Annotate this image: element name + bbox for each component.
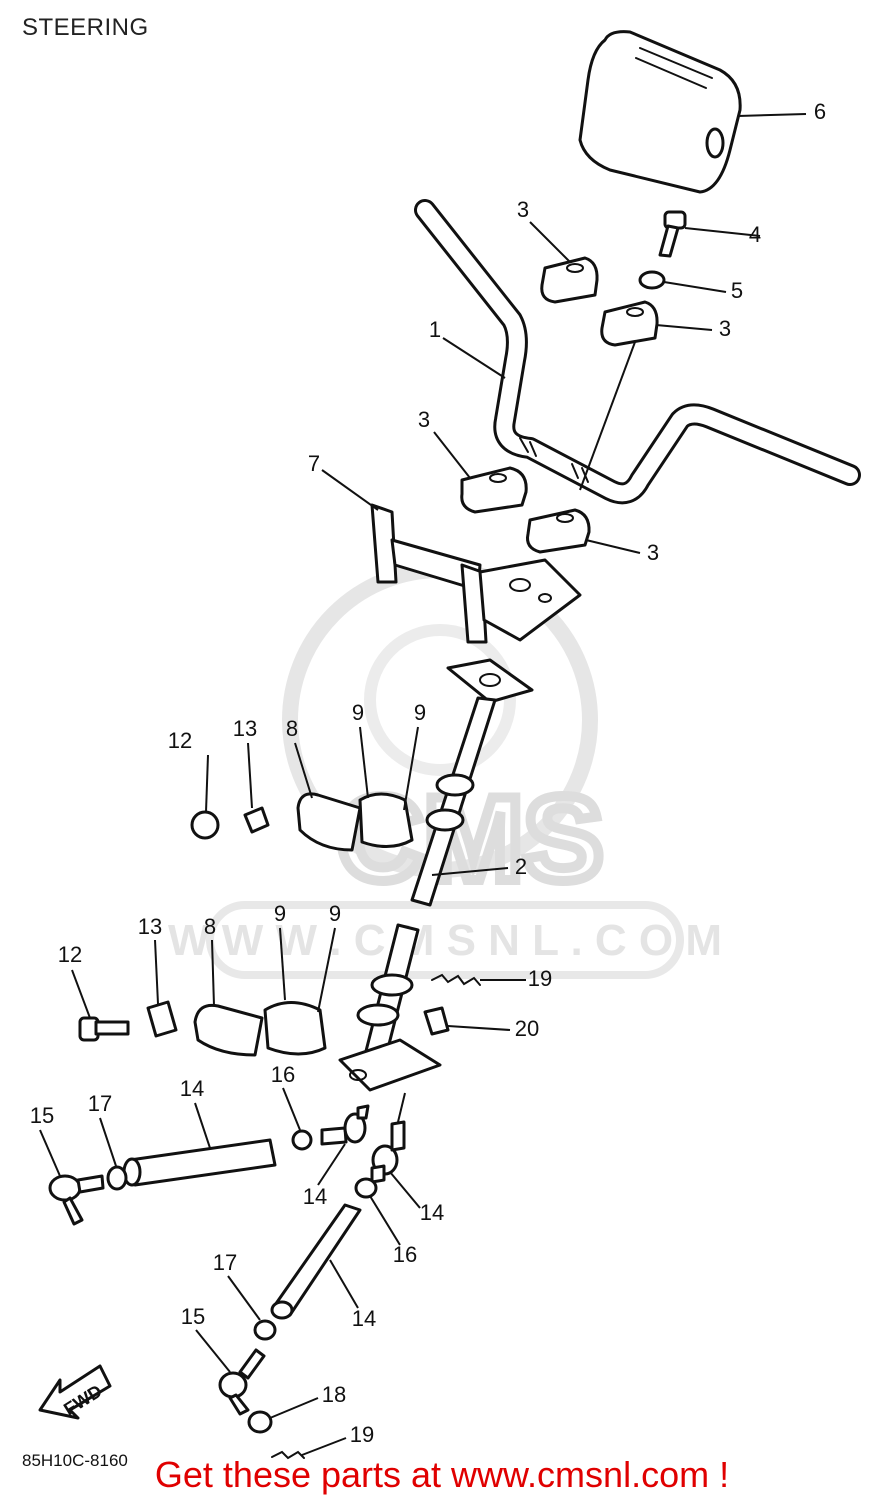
nut-16-left [291,1129,313,1151]
callout-3: 3 [647,540,659,565]
callout-11: 12 [58,942,82,967]
callout-9: 9 [352,700,364,725]
cotter-pin-19-lower [271,1450,305,1460]
callout-8: 8 [286,716,298,741]
callout-19: 19 [350,1422,374,1447]
callout-19: 19 [528,966,552,991]
handlebar-holder-upper-right [600,300,659,347]
callout-labels: 6 3 4 5 3 1 3 7 3 12 13 8 9 9 2 12 13 8 … [30,99,826,1447]
callout-6: 6 [814,99,826,124]
ball-joint-15-lower [218,1348,266,1416]
callout-17: 17 [213,1250,237,1275]
handlebar-holder-lower-right [526,508,591,554]
callout-15: 15 [30,1103,54,1128]
nut-18 [247,1410,273,1434]
clamp-8-upper [296,792,362,852]
callout-12: 13 [138,914,162,939]
handlebar-bracket [370,503,582,644]
nut-10 [190,810,220,840]
bushing-9-lower [263,1001,327,1056]
callout-1: 1 [429,317,441,342]
callout-9: 9 [329,901,341,926]
nut-17-lower [253,1319,277,1341]
tie-rod-end-14-left [320,1104,370,1146]
nut-17-upper [106,1165,128,1191]
callout-13: 14 [352,1306,376,1331]
callout-7: 7 [308,451,320,476]
callout-13: 14 [180,1076,204,1101]
clamp-8-lower [193,1003,264,1057]
callout-4: 4 [749,222,761,247]
callout-9: 9 [414,700,426,725]
callout-15: 15 [181,1304,205,1329]
nut-12-lower [146,1000,178,1038]
tie-rod-13-left [122,1138,277,1187]
handlebar-holder-lower-left [460,466,528,514]
callout-20: 20 [515,1016,539,1041]
watermark: CMS W W W . C M S N L . C O M [168,562,722,979]
callout-3: 3 [517,197,529,222]
callout-9: 9 [274,901,286,926]
nut-16-right [354,1177,378,1199]
callout-14: 14 [303,1184,327,1209]
nut-5 [638,270,666,290]
ball-joint-15-upper [48,1174,105,1226]
nut-12-upper [243,806,270,834]
bolt-4 [658,210,687,258]
handlebar [414,199,861,505]
tie-rod-end-14-right [370,1120,406,1184]
callout-3: 3 [719,316,731,341]
callout-16: 16 [393,1242,417,1267]
cotter-pin-19-upper [431,973,481,986]
diagram-code: 85H10C-8160 [22,1451,128,1470]
callout-10: 12 [168,728,192,753]
callout-2: 2 [515,854,527,879]
callout-17: 17 [88,1091,112,1116]
steering-column-upper [410,658,534,907]
callout-5: 5 [731,278,743,303]
handlebar-cover [578,30,742,194]
bolt-11 [78,1016,130,1042]
callout-3: 3 [418,407,430,432]
callout-14: 14 [420,1200,444,1225]
callout-18: 18 [322,1382,346,1407]
callout-16: 16 [271,1062,295,1087]
nut-20 [423,1006,450,1036]
forward-arrow-icon: FWD [38,1364,112,1420]
footer-cta-link[interactable]: Get these parts at www.cmsnl.com ! [154,1454,730,1495]
callout-12: 13 [233,716,257,741]
page-title: STEERING [22,14,149,41]
leader-lines [39,113,807,1456]
watermark-url: W W W . C M S N L . C O M [168,916,722,965]
handlebar-holder-upper-left [540,256,599,304]
steering-column-lower [338,923,442,1092]
bushing-9-upper [358,792,414,848]
tie-rod-13-right [270,1203,362,1320]
callout-8: 8 [204,914,216,939]
